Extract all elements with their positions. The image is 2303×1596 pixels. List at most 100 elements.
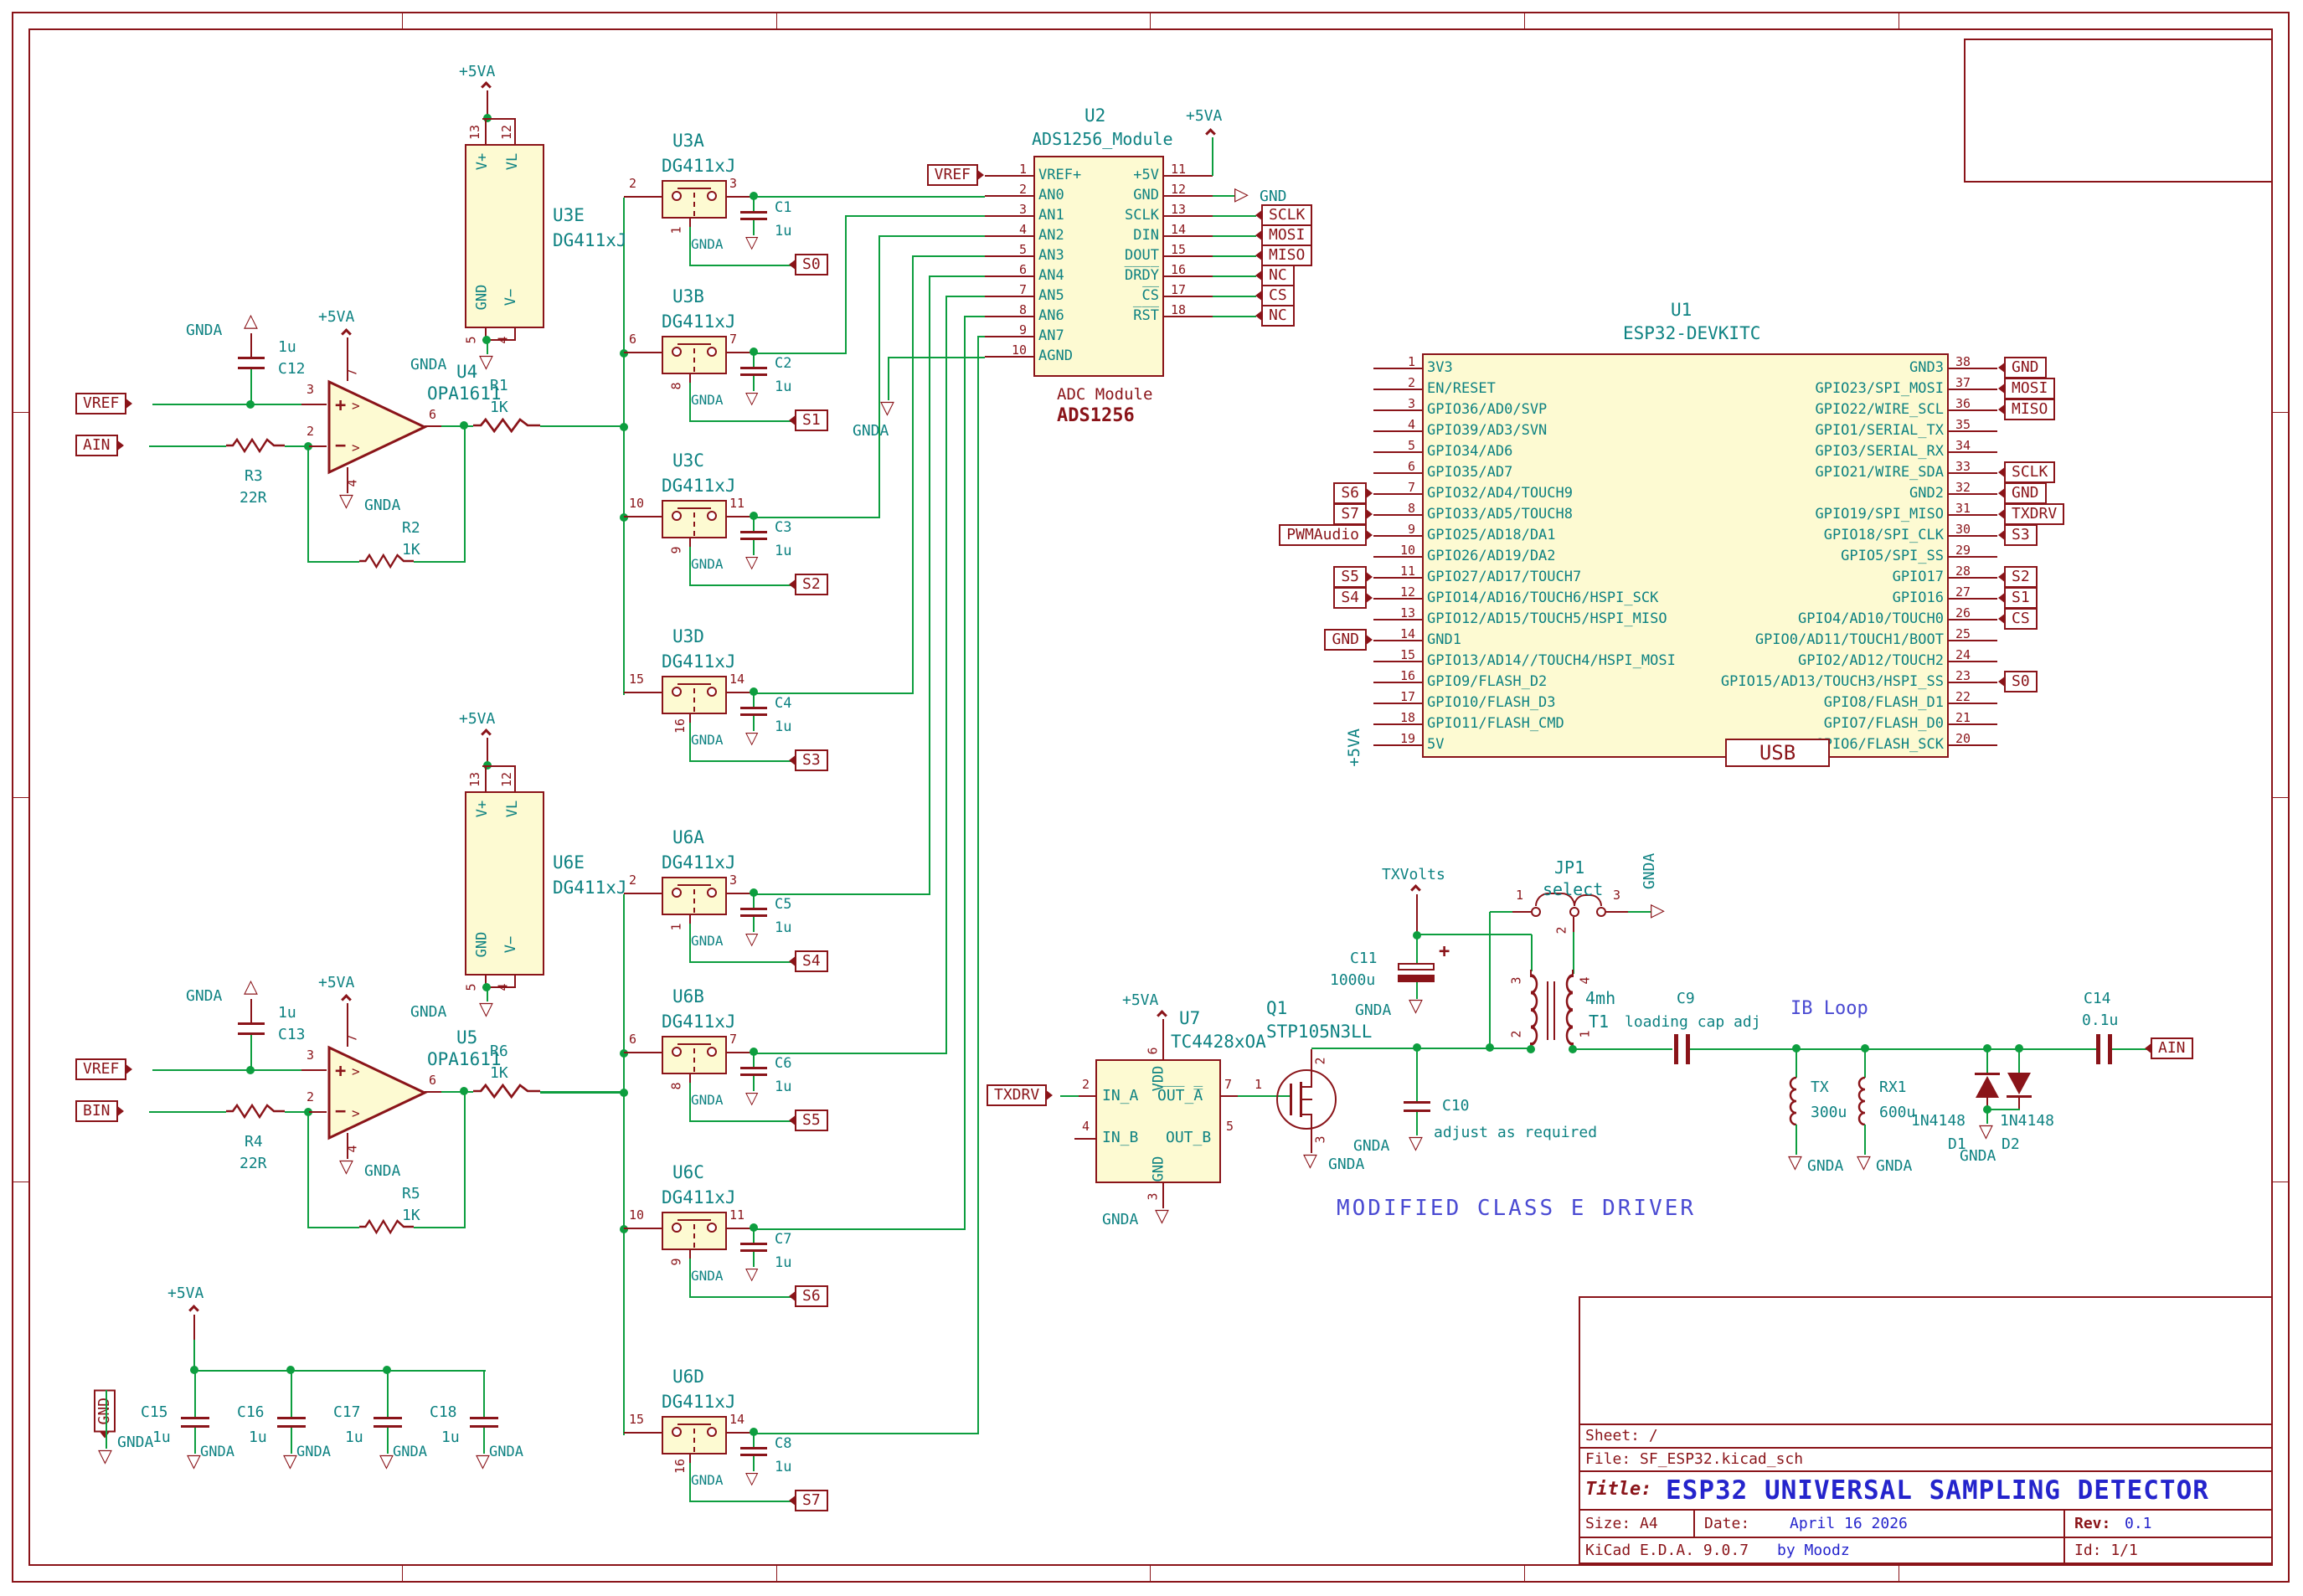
- resistor-icon: [473, 1083, 540, 1099]
- pin-name: VL: [504, 152, 522, 171]
- title-label: Title:: [1585, 1479, 1652, 1500]
- gnda-symbol-icon: ▽: [379, 1451, 394, 1472]
- switch-ref: U6D: [672, 1367, 704, 1387]
- wire: [485, 976, 487, 986]
- wire: [727, 1228, 754, 1229]
- inductor-value: 600u: [1879, 1104, 1916, 1121]
- wire: [753, 540, 755, 555]
- esp32-pin-row: S4 12 GPIO14/AD16/TOUCH6/HSPI_SCK: [1333, 584, 1658, 610]
- pin-number: 32: [1955, 480, 1971, 495]
- net-label: CS: [1255, 285, 1295, 306]
- cap-ref: C8: [775, 1435, 792, 1452]
- pin-name: GPIO21/WIRE_SDA: [1815, 464, 1944, 481]
- capacitor-plate: [2096, 1034, 2100, 1064]
- net-label: AIN: [2145, 1037, 2193, 1059]
- power-net-5va: +5VA: [167, 1285, 204, 1302]
- wire: [193, 1315, 195, 1340]
- wire: [482, 986, 516, 988]
- net-label: GND: [1324, 629, 1373, 651]
- pin-number: 33: [1955, 459, 1971, 474]
- gnda-label: GNDA: [691, 392, 724, 408]
- svg-text:>: >: [352, 1105, 360, 1121]
- gnda-symbol-icon: ▽: [98, 1446, 112, 1467]
- wire: [347, 337, 348, 381]
- switch-ref: U6B: [672, 986, 704, 1007]
- capacitor-plate: [277, 1417, 306, 1419]
- wire: [689, 1454, 691, 1463]
- gnda-label: GNDA: [1353, 1137, 1390, 1155]
- wire: [1060, 1095, 1079, 1097]
- wire: [1416, 1112, 1418, 1135]
- wire: [1796, 1125, 1797, 1155]
- gnda-label: GNDA: [200, 1444, 234, 1460]
- esp32-pin-row: 2 EN/RESET: [1373, 375, 1496, 400]
- switch-contact-icon: [707, 888, 717, 898]
- junction: [750, 348, 758, 356]
- pin-name: GPIO16: [1892, 589, 1944, 606]
- analog-switch: U3B DG411xJ 6 7 ▽ GNDA C2 1u: [624, 278, 875, 445]
- wire: [624, 352, 662, 353]
- gnda-label: GNDA: [691, 556, 724, 572]
- wire: [194, 1372, 196, 1417]
- date-value: April 16 2026: [1790, 1515, 1908, 1532]
- wire: [689, 1463, 691, 1502]
- wire: [929, 275, 985, 277]
- wire: [945, 296, 947, 1054]
- capacitor-plate: [374, 1417, 402, 1419]
- pin-number: 14: [729, 672, 745, 687]
- wire: [689, 1259, 691, 1298]
- wire: [1986, 1110, 1988, 1124]
- wire: [487, 988, 488, 1001]
- net-label: GND: [94, 1390, 116, 1433]
- cap-ref: C16: [237, 1403, 265, 1421]
- cap-value: 1000u: [1330, 971, 1376, 989]
- cap-ref: C1: [775, 199, 792, 216]
- pin-stub: [1373, 577, 1422, 579]
- junction: [1413, 1043, 1421, 1052]
- net-label: VREF: [926, 164, 985, 186]
- wire: [308, 445, 327, 447]
- switch-ref: U3D: [672, 626, 704, 646]
- wire: [1311, 1049, 1312, 1074]
- wire: [691, 1501, 795, 1502]
- pin-stub: [985, 255, 1033, 257]
- pin-stub: [1164, 296, 1213, 297]
- pin-number: 2: [1553, 926, 1569, 934]
- size-date-rev-row: Size: A4 Date: April 16 2026 Rev: 0.1: [1580, 1509, 2271, 1537]
- pin-name: VL: [504, 800, 522, 818]
- net-label: VREF: [75, 1058, 133, 1080]
- wire: [485, 120, 487, 144]
- mosfet-channel-icon: [1300, 1082, 1302, 1117]
- wire: [1302, 1099, 1312, 1100]
- inductor-ref: RX1: [1879, 1079, 1907, 1096]
- wire: [727, 516, 754, 517]
- pin-stub: [1949, 598, 1997, 600]
- wire: [308, 1111, 327, 1113]
- pin-number: 28: [1955, 564, 1971, 579]
- net-label: NC: [1255, 305, 1295, 327]
- diode-cathode-bar: [2007, 1095, 2032, 1098]
- wire: [1162, 1019, 1164, 1059]
- inductor-icon: [1857, 1076, 1866, 1126]
- gnda-symbol-icon: ▽: [745, 552, 759, 572]
- pin-number: 3: [1508, 976, 1524, 985]
- wire: [753, 1229, 755, 1243]
- switch-bar-icon: [678, 1424, 711, 1425]
- net-label: S5: [789, 1109, 828, 1131]
- capacitor-plate: [1404, 1101, 1430, 1104]
- pin-name: GPIO11/FLASH_CMD: [1427, 715, 1564, 732]
- switch-bar-icon: [678, 1043, 711, 1045]
- gnda-label: GNDA: [489, 1444, 523, 1460]
- esp32-pin-row: S6 7 GPIO32/AD4/TOUCH9: [1333, 480, 1573, 505]
- gnda-label: GNDA: [186, 987, 223, 1005]
- capacitor-plate: [1398, 975, 1435, 982]
- frame-row-label: [2273, 413, 2290, 798]
- pin-stub: [985, 275, 1033, 277]
- wire: [1213, 235, 1256, 237]
- pin-stub: [1949, 368, 1997, 369]
- pin-stub: [1373, 368, 1422, 369]
- pin-number: 2: [307, 424, 315, 439]
- wire: [485, 767, 487, 791]
- resistor-ref: R2: [402, 519, 420, 537]
- esp32-pin-row: S7 8 GPIO33/AD5/TOUCH8: [1333, 501, 1573, 526]
